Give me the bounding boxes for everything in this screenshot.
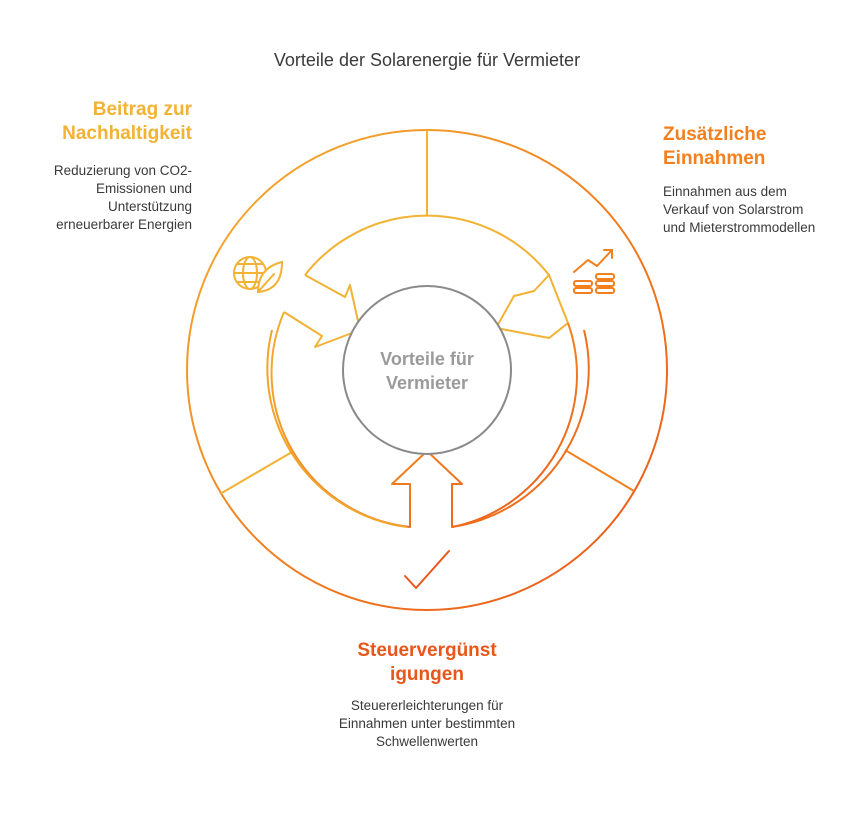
center-label: Vorteile für Vermieter: [380, 349, 474, 393]
inner-arrow-top-left-head: [283, 274, 361, 348]
inner-ring-right-band: [451, 329, 590, 528]
diagram-title: Vorteile der Solarenergie für Vermieter: [273, 50, 581, 70]
center-circle: [342, 285, 512, 455]
segment-heading-income: Zusätzliche Einnahmen: [663, 124, 767, 169]
segment-desc-tax: Steuererleichterungen für Einnahmen unte…: [338, 698, 516, 749]
segment-heading-tax: Steuervergünst igungen: [357, 640, 497, 685]
divider-left: [219, 451, 293, 495]
segment-desc-income: Einnahmen aus dem Verkauf von Solarstrom…: [663, 184, 816, 235]
inner-ring-left-band: [266, 329, 408, 528]
inner-arrow-left: [270, 311, 578, 528]
globe-leaf-icon: [233, 256, 284, 294]
segment-desc-sustainability: Reduzierung von CO2-Emissionen und Unter…: [53, 163, 192, 232]
inner-arrow-top: [304, 214, 569, 339]
coins-growth-icon: [573, 249, 615, 294]
segment-heading-sustainability: Beitrag zur Nachhaltigkeit: [62, 99, 192, 144]
checkmark-icon: [404, 550, 450, 589]
divider-right: [564, 449, 635, 492]
